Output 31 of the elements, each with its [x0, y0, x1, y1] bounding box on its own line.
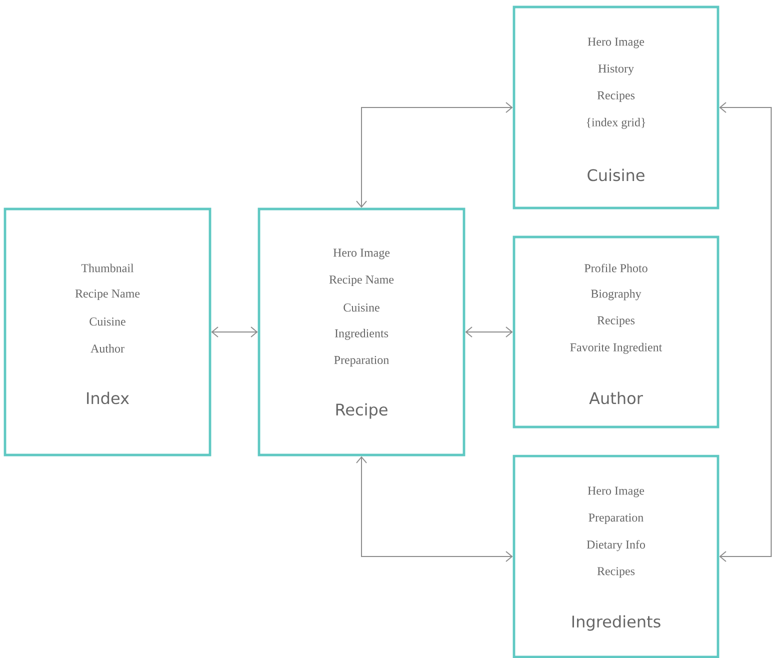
field-label: {index grid} — [586, 118, 646, 129]
arrow — [465, 326, 513, 338]
field-label: Preparation — [334, 356, 389, 366]
arrow — [356, 456, 513, 562]
field-label: Recipes — [597, 316, 635, 327]
field-label: Recipes — [597, 567, 635, 578]
field-label: Thumbnail — [81, 264, 134, 272]
field-label: Biography — [591, 289, 642, 300]
field-label: Author — [90, 344, 124, 353]
field-label: Hero Image — [588, 486, 644, 498]
field-label: Cuisine — [344, 304, 380, 312]
field-label: Favorite Ingredient — [570, 342, 662, 354]
field-label: Ingredients — [334, 328, 388, 340]
field-label: Recipe Name — [75, 290, 140, 300]
box-title: Ingredients — [572, 615, 660, 631]
field-label: Hero Image — [333, 248, 390, 260]
arrow — [356, 102, 513, 208]
field-label: Cuisine — [90, 318, 126, 326]
arrow — [719, 102, 772, 562]
box-title: Cuisine — [588, 168, 644, 182]
field-label: Recipe Name — [329, 276, 394, 286]
field-label: Hero Image — [588, 38, 644, 48]
box-title: Index — [87, 392, 129, 404]
arrow — [211, 326, 258, 338]
box-title: Author — [589, 392, 643, 404]
field-label: History — [598, 64, 634, 76]
field-label: Recipes — [597, 91, 635, 102]
field-label: Preparation — [588, 514, 644, 524]
field-label: Dietary Info — [586, 540, 646, 552]
field-label: Profile Photo — [584, 264, 648, 272]
box-title: Recipe — [336, 403, 388, 419]
